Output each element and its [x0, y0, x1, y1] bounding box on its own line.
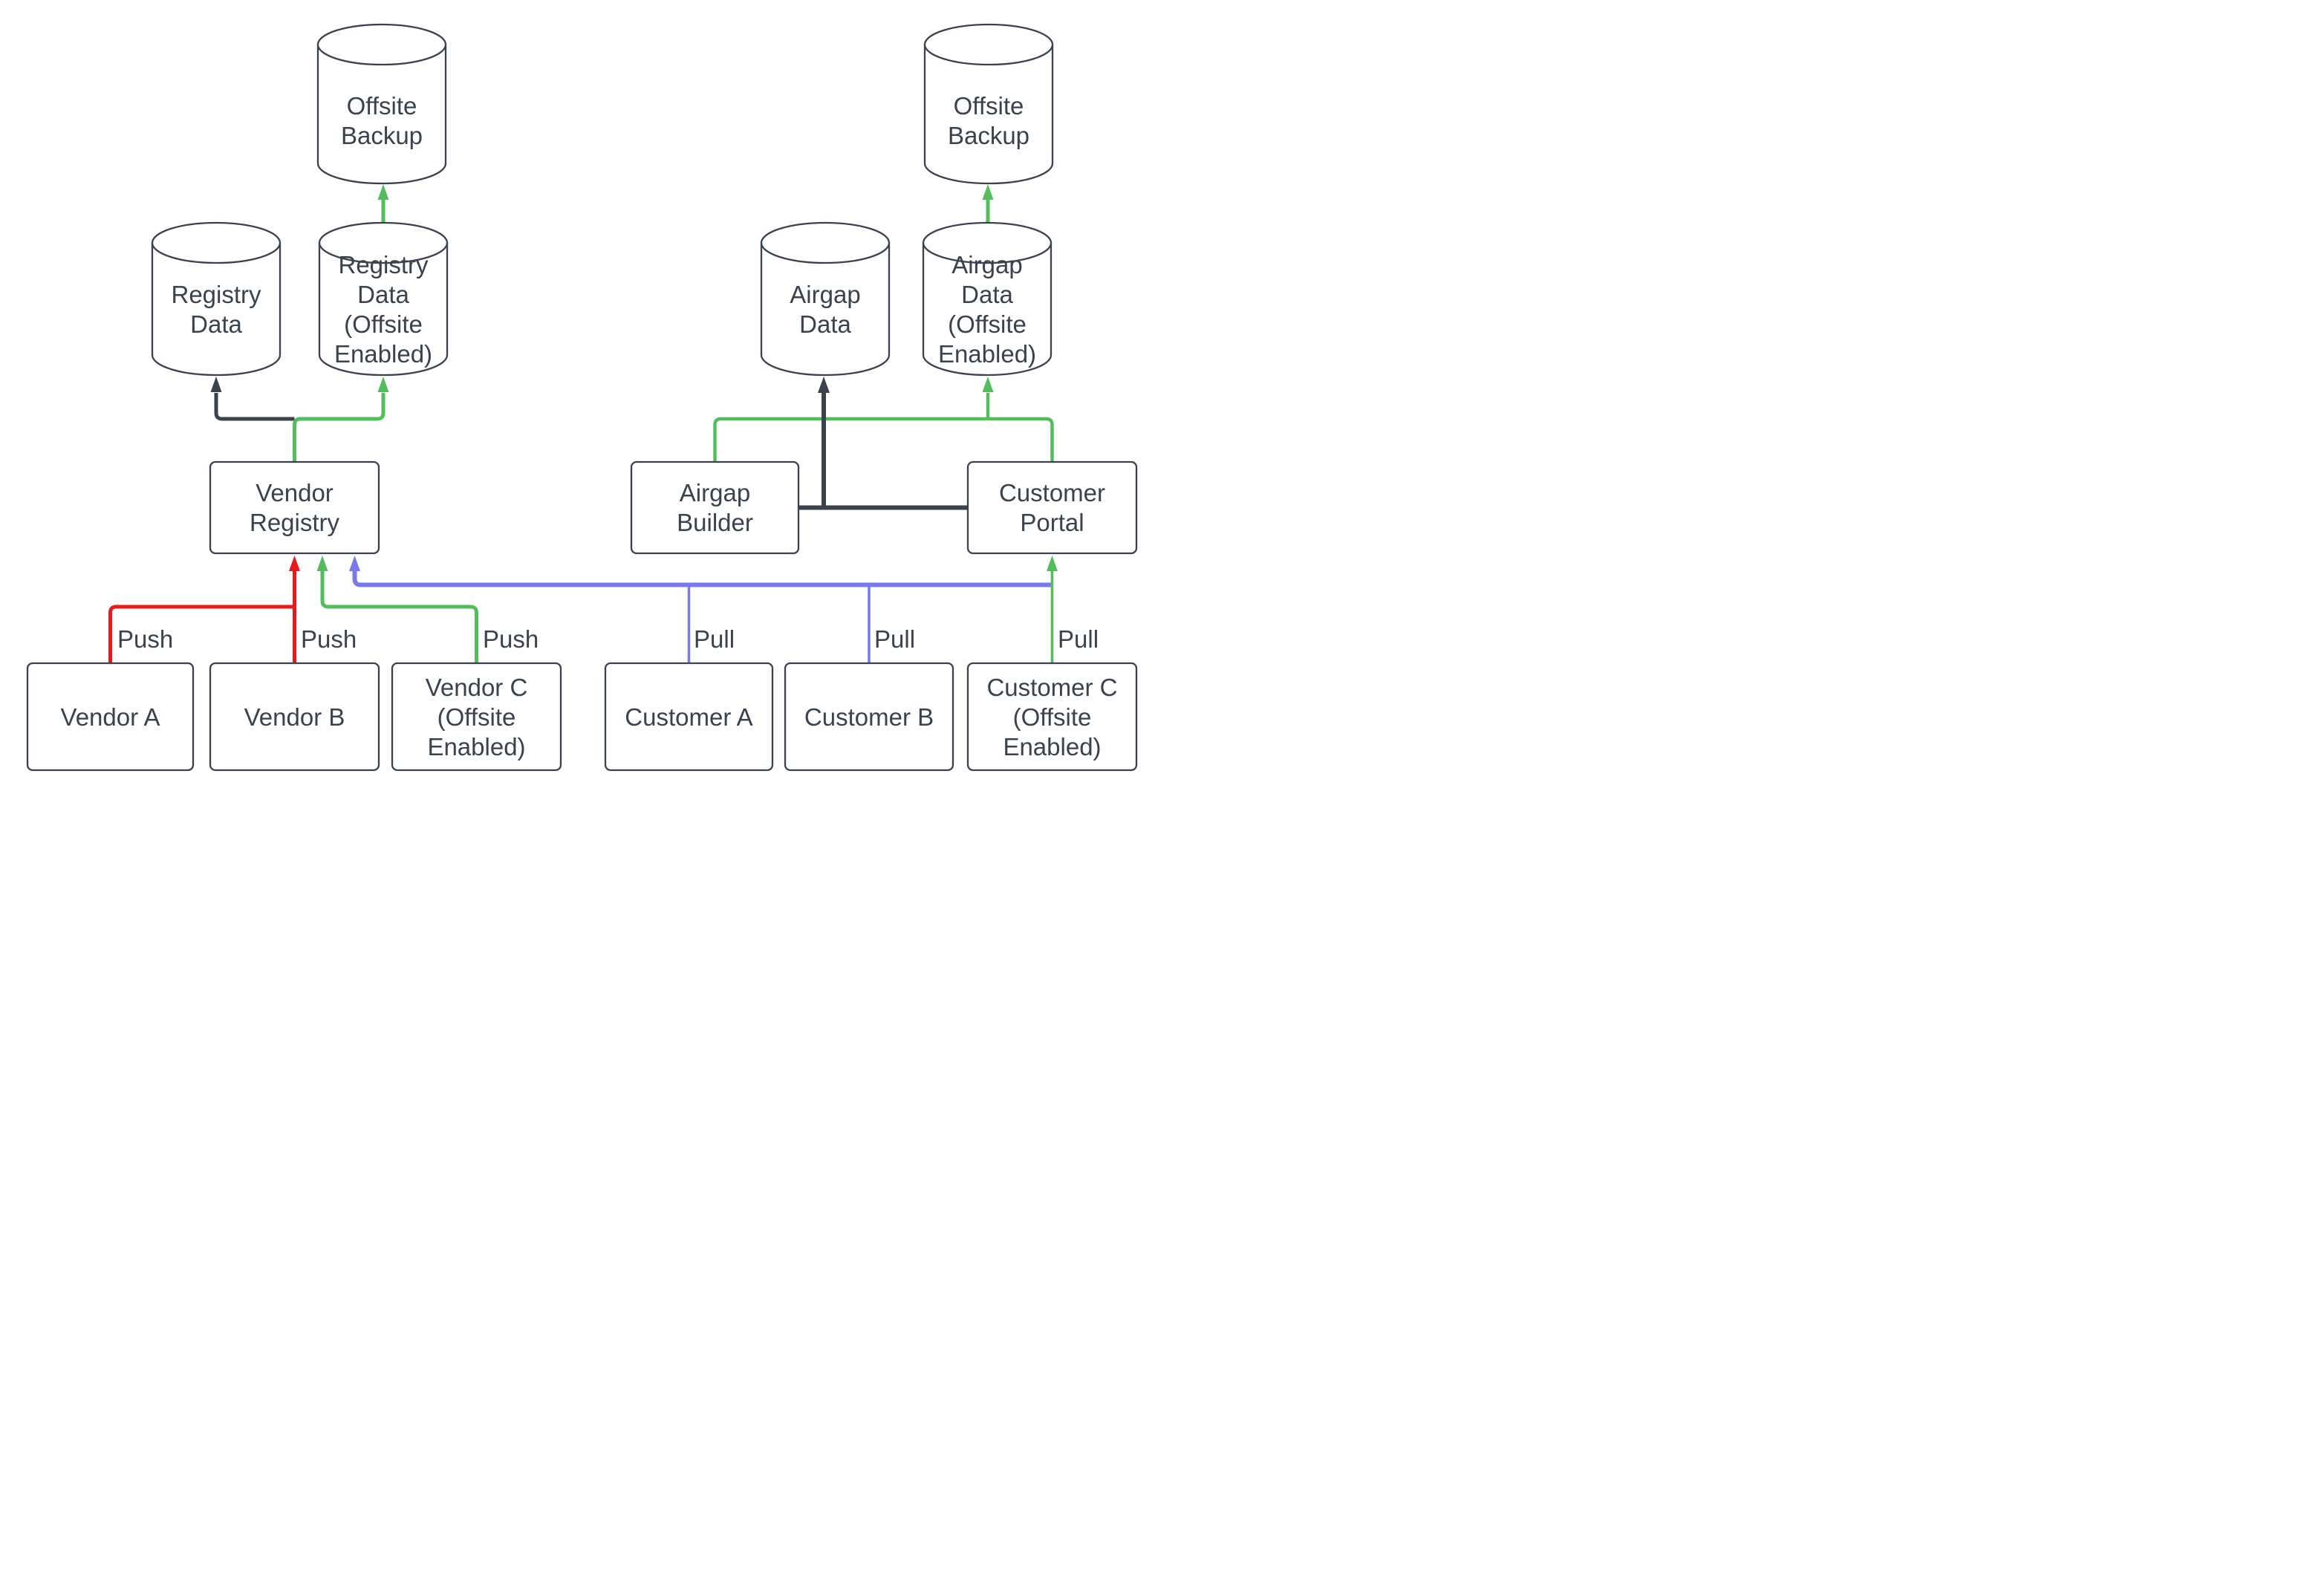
svg-text:Enabled): Enabled)	[334, 340, 432, 368]
svg-text:(Offsite: (Offsite	[437, 703, 516, 731]
svg-text:Registry: Registry	[171, 281, 261, 308]
cylinder-top-icon	[151, 221, 282, 264]
edge-label-push-vendor-a: Push	[117, 625, 173, 653]
nodes: Offsite Backup Offsite Backup Registry D…	[26, 23, 1138, 772]
edge-label-push-vendor-c: Push	[483, 625, 539, 653]
cylinder-top-icon	[318, 221, 449, 264]
svg-text:Vendor A: Vendor A	[61, 703, 160, 731]
svg-text:(Offsite: (Offsite	[1013, 703, 1092, 731]
svg-text:Portal: Portal	[1020, 509, 1084, 536]
edge-push-vendor-a	[108, 605, 295, 663]
svg-text:Data: Data	[961, 281, 1013, 308]
node-customer-b: Customer B	[784, 662, 954, 772]
node-vendor-registry: Vendor Registry	[209, 460, 380, 555]
edges	[108, 184, 1058, 663]
svg-text:Customer B: Customer B	[804, 703, 934, 731]
svg-text:Backup: Backup	[948, 122, 1029, 149]
svg-text:Registry: Registry	[250, 509, 340, 536]
svg-text:Offsite: Offsite	[347, 92, 417, 120]
arrowhead-into-airgap-data-offsite	[982, 377, 994, 392]
diagram: Push Push Push Pull Pull Pull Offsite Ba…	[0, 0, 1156, 798]
node-customer-a: Customer A	[604, 662, 774, 772]
arrowhead-into-customer-portal	[1047, 556, 1058, 571]
svg-text:Vendor B: Vendor B	[244, 703, 345, 731]
node-airgap-data: Airgap Data	[760, 221, 891, 377]
arrowhead-into-registry-data	[210, 377, 222, 392]
arrowhead-pull-into-vendor-registry	[349, 556, 360, 571]
svg-text:Data: Data	[357, 281, 409, 308]
edge-builder-portal-green-net	[713, 417, 1054, 462]
svg-text:Data: Data	[190, 310, 242, 338]
svg-text:Customer C: Customer C	[986, 674, 1117, 701]
arrowhead-into-offsite-backup-left	[377, 184, 389, 200]
node-customer-c: Customer C (Offsite Enabled)	[966, 662, 1138, 772]
node-registry-data-offsite: Registry Data (Offsite Enabled)	[318, 221, 449, 377]
svg-text:Enabled): Enabled)	[938, 340, 1036, 368]
arrowhead-into-airgap-data	[818, 377, 830, 393]
node-offsite-backup-left: Offsite Backup	[316, 23, 447, 185]
svg-text:Vendor C: Vendor C	[426, 674, 528, 701]
node-airgap-data-offsite: Airgap Data (Offsite Enabled)	[922, 221, 1053, 377]
svg-text:Enabled): Enabled)	[1003, 733, 1101, 760]
edge-labels: Push Push Push Pull Pull Pull	[117, 625, 1099, 653]
edge-label-pull-customer-c: Pull	[1058, 625, 1099, 653]
node-customer-portal: Customer Portal	[966, 460, 1138, 555]
arrowhead-push-red-into-vendor-registry	[289, 556, 300, 571]
svg-text:Backup: Backup	[341, 122, 423, 149]
svg-text:Offsite: Offsite	[954, 92, 1024, 120]
svg-text:Vendor: Vendor	[256, 479, 334, 507]
edge-label-pull-customer-b: Pull	[874, 625, 915, 653]
edge-label-push-vendor-b: Push	[301, 625, 357, 653]
svg-text:Airgap: Airgap	[790, 281, 860, 308]
arrowhead-into-offsite-backup-right	[982, 184, 994, 200]
svg-text:(Offsite: (Offsite	[948, 310, 1027, 338]
svg-text:Registry: Registry	[338, 251, 429, 279]
svg-text:Data: Data	[799, 310, 851, 338]
node-offsite-backup-right: Offsite Backup	[923, 23, 1054, 185]
svg-text:Airgap: Airgap	[951, 251, 1022, 279]
node-airgap-builder: Airgap Builder	[630, 460, 800, 555]
node-vendor-b: Vendor B	[209, 662, 380, 772]
edge-registry-to-registry-data	[214, 393, 295, 421]
edge-push-vendor-c	[320, 570, 478, 663]
cylinder-top-icon	[922, 221, 1053, 264]
diagram-canvas: Push Push Push Pull Pull Pull Offsite Ba…	[26, 23, 1138, 772]
svg-text:(Offsite: (Offsite	[344, 310, 423, 338]
node-registry-data: Registry Data	[151, 221, 282, 377]
edge-registry-to-offsite-enabled-data	[293, 393, 386, 462]
edge-pull-aggregate	[352, 570, 1053, 587]
cylinder-top-icon	[923, 23, 1054, 66]
node-vendor-c: Vendor C (Offsite Enabled)	[391, 662, 562, 772]
arrowhead-push-green-into-vendor-registry	[316, 556, 328, 571]
svg-text:Airgap: Airgap	[680, 479, 750, 507]
cylinder-top-icon	[760, 221, 891, 264]
arrowhead-into-registry-data-offsite	[377, 377, 389, 392]
cylinder-top-icon	[316, 23, 447, 66]
svg-text:Customer A: Customer A	[625, 703, 752, 731]
node-vendor-a: Vendor A	[26, 662, 195, 772]
svg-text:Builder: Builder	[677, 509, 753, 536]
svg-text:Customer: Customer	[999, 479, 1105, 507]
edge-label-pull-customer-a: Pull	[694, 625, 735, 653]
svg-text:Enabled): Enabled)	[427, 733, 525, 760]
